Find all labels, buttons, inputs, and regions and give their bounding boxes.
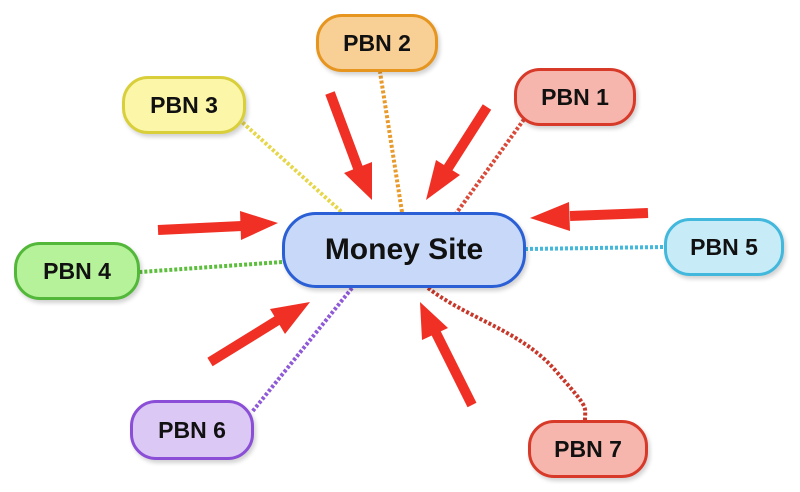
pbn7-node: PBN 7 [528,420,648,478]
arrow-icon [325,91,372,200]
arrow-icon [420,302,477,408]
pbn4-node: PBN 4 [14,242,140,300]
link-pbn4 [139,260,283,274]
pbn7-label: PBN 7 [554,435,622,462]
link-pbn5 [524,245,665,251]
pbn1-label: PBN 1 [541,83,609,110]
arrow-icon [207,302,310,367]
arrow-icon [157,211,278,240]
pbn3-label: PBN 3 [150,91,218,118]
pbn2-node: PBN 2 [316,14,438,72]
link-pbn6 [250,286,354,414]
pbn5-label: PBN 5 [690,233,758,260]
link-pbn7 [426,286,588,421]
arrow-icon [530,202,649,231]
pbn6-label: PBN 6 [158,416,226,443]
pbn3-node: PBN 3 [122,76,246,134]
money-site-label: Money Site [324,233,484,266]
pbn2-label: PBN 2 [343,29,411,56]
money-site-node: Money Site [282,212,526,288]
pbn6-node: PBN 6 [130,400,254,460]
link-pbn2 [378,71,404,213]
pbn4-label: PBN 4 [43,257,111,284]
arrow-icon [426,104,492,200]
link-pbn3 [240,120,347,217]
pbn1-node: PBN 1 [514,68,636,126]
pbn5-node: PBN 5 [664,218,784,276]
